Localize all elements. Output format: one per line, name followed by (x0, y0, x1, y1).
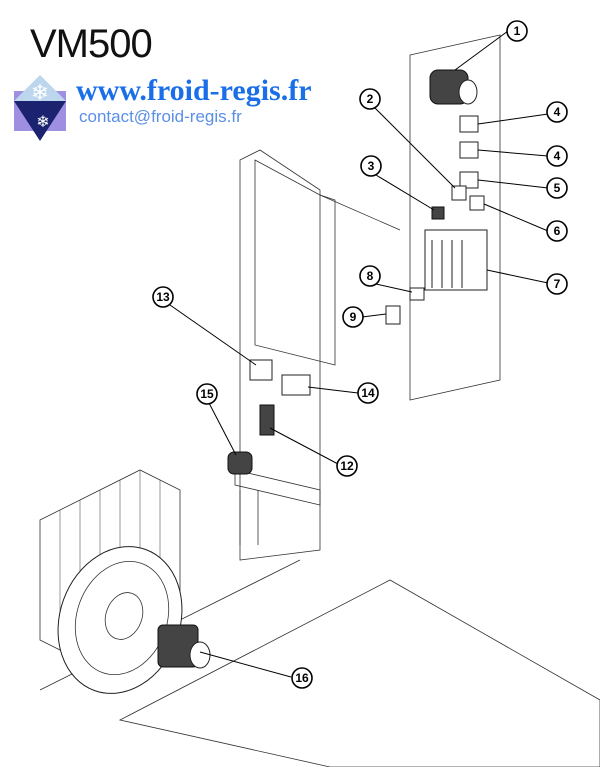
email-link[interactable]: contact@froid-regis.fr (79, 107, 242, 126)
callout-5: 5 (546, 177, 568, 199)
parts (157, 69, 488, 669)
callout-7: 7 (546, 273, 568, 295)
svg-text:3: 3 (368, 159, 375, 173)
callout-15: 15 (196, 383, 218, 405)
callout-3: 3 (360, 155, 382, 177)
svg-text:13: 13 (156, 290, 170, 304)
svg-text:4: 4 (554, 149, 561, 163)
model-title: VM500 (30, 22, 153, 66)
svg-text:1: 1 (514, 24, 521, 38)
svg-text:4: 4 (554, 105, 561, 119)
callout-2: 2 (359, 88, 381, 110)
callout-8: 8 (359, 265, 381, 287)
callout-1: 1 (506, 20, 528, 42)
svg-text:6: 6 (554, 224, 561, 238)
leader-lines (169, 30, 549, 678)
callout-13: 13 (152, 286, 174, 308)
callout-14: 14 (357, 382, 379, 404)
svg-text:8: 8 (367, 269, 374, 283)
callout-numbers: 1 2 3 4 4 5 6 7 8 9 13 14 15 12 16 (152, 20, 568, 689)
svg-text:14: 14 (361, 386, 375, 400)
svg-text:15: 15 (200, 387, 214, 401)
svg-text:❄: ❄ (36, 114, 49, 131)
callout-4a: 4 (546, 101, 568, 123)
svg-text:❄: ❄ (31, 80, 49, 105)
callout-12: 12 (336, 455, 358, 477)
callout-9: 9 (342, 306, 364, 328)
callout-6: 6 (546, 220, 568, 242)
website-link[interactable]: www.froid-regis.fr (76, 74, 312, 107)
snowflake-logo-icon: ❄ ❄ (14, 75, 66, 141)
svg-text:16: 16 (295, 671, 309, 685)
svg-text:12: 12 (340, 459, 354, 473)
callout-16: 16 (291, 667, 313, 689)
cabinet-frame (39, 34, 600, 767)
svg-text:5: 5 (554, 181, 561, 195)
svg-text:7: 7 (554, 277, 561, 291)
condenser-coil (39, 469, 183, 694)
svg-text:9: 9 (350, 310, 357, 324)
callout-4b: 4 (546, 145, 568, 167)
svg-text:2: 2 (367, 92, 374, 106)
